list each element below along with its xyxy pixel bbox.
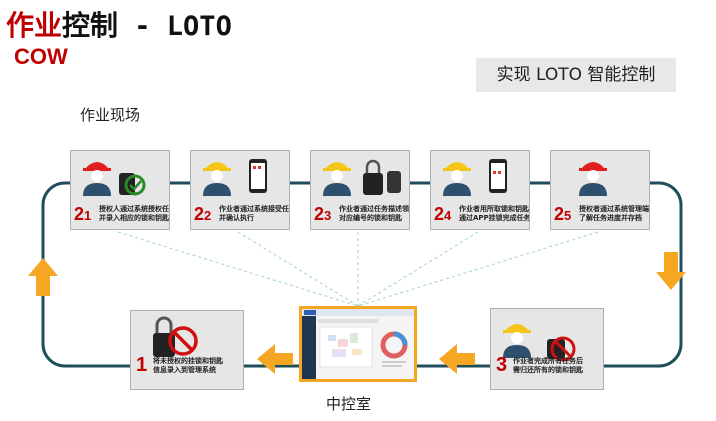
dashboard-screenshot <box>302 309 414 379</box>
dashed-connector <box>237 231 359 307</box>
site-label: 作业现场 <box>80 106 141 124</box>
step-number: 24 <box>434 204 452 224</box>
control-room-label: 中控室 <box>326 395 372 413</box>
step-number: 21 <box>74 204 92 224</box>
lock-forbidden-icon <box>153 316 198 357</box>
step-description: 作业者完成所有任务后需归还所有的锁和钥匙 <box>513 357 583 374</box>
dashed-connector <box>357 231 599 307</box>
step-number: 1 <box>136 354 148 376</box>
page-title: 作业控制 - LOTO <box>6 4 232 44</box>
control-room-screen <box>299 306 417 382</box>
worker-lock-forbidden-icon <box>503 324 576 362</box>
step-card-3: 3 作业者完成所有任务后需归还所有的锁和钥匙 <box>490 308 604 390</box>
cow-logo-text: COW <box>14 44 68 69</box>
slogan-box: 实现 LOTO 智能控制 <box>476 58 676 92</box>
arrow-up-icon <box>28 258 58 296</box>
step-description: 将未授权的挂锁和钥匙信息录入到管理系统 <box>153 357 223 374</box>
title-prefix: 作业 <box>6 9 63 42</box>
worker-lock-icon <box>323 159 401 196</box>
arrow-left-icon <box>439 344 475 374</box>
title-suffix: - LOTO <box>118 11 232 42</box>
step-number: 25 <box>554 204 572 224</box>
step-card-2-5: 25 授权者通过系统管理端了解任务进度并存档 <box>550 150 650 230</box>
title-middle: 控制 <box>62 9 119 42</box>
step-number: 23 <box>314 204 332 224</box>
dashed-connector <box>117 231 359 307</box>
worker-phone-icon <box>203 159 267 196</box>
dashed-connector <box>357 231 479 307</box>
step-description: 授权人通过系统授权任务并录入相应的锁和钥匙 <box>99 205 170 222</box>
worker-phone-icon <box>443 159 507 196</box>
step-card-1: 1 将未授权的挂锁和钥匙信息录入到管理系统 <box>130 310 244 390</box>
step-number: 22 <box>194 204 212 224</box>
step-description: 作业者用所取锁和钥匙通过APP挂锁完成任务 <box>459 205 530 222</box>
step-description: 作业者通过任务描述领取对应编号的锁和钥匙 <box>339 205 410 222</box>
step-card-2-2: 22 作业者通过系统接受任务并确认执行 <box>190 150 290 230</box>
worker-icon <box>579 162 607 196</box>
worker-icon <box>83 162 146 196</box>
step-number: 3 <box>496 354 508 376</box>
step-card-2-1: 21 授权人通过系统授权任务并录入相应的锁和钥匙 <box>70 150 170 230</box>
step-card-2-3: 23 作业者通过任务描述领取对应编号的锁和钥匙 <box>310 150 410 230</box>
step-card-2-4: 24 作业者用所取锁和钥匙通过APP挂锁完成任务 <box>430 150 530 230</box>
step-description: 授权者通过系统管理端了解任务进度并存档 <box>579 205 649 222</box>
step-description: 作业者通过系统接受任务并确认执行 <box>219 205 290 222</box>
arrow-left-icon <box>257 344 293 374</box>
arrow-down-icon <box>656 252 686 290</box>
